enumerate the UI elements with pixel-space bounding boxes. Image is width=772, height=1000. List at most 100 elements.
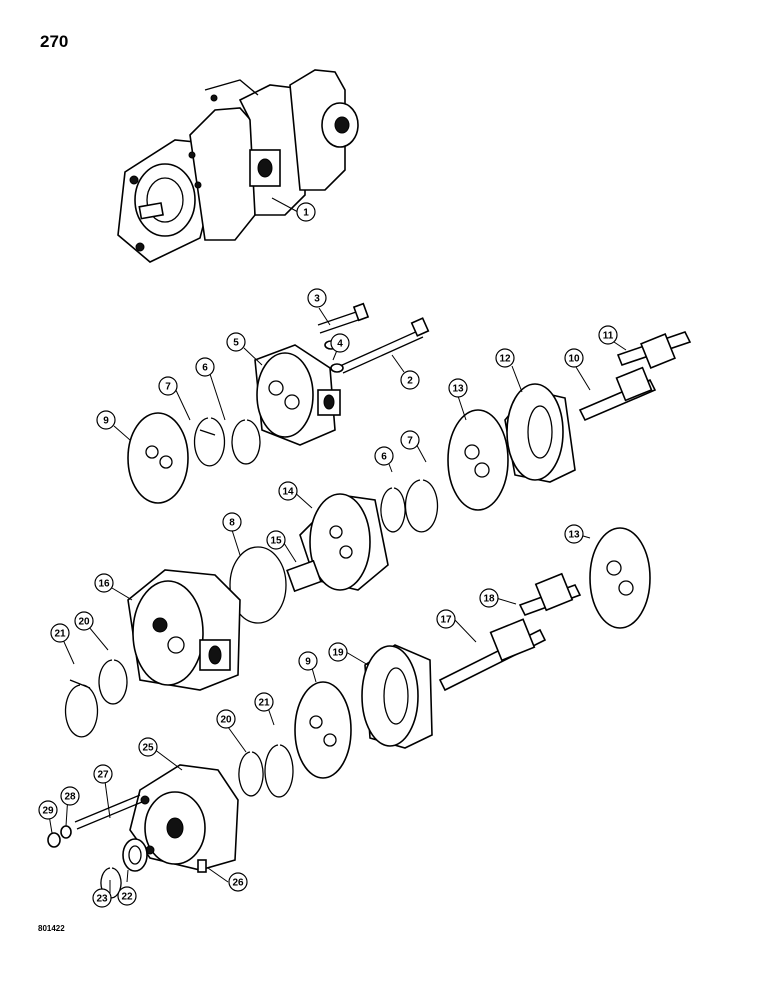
callout-label: 8 [229,518,235,529]
callout-label: 17 [440,615,452,626]
callout-label: 1 [303,208,309,219]
callout-c9b: 9 [298,651,318,671]
callout-circle [400,430,420,450]
callout-c21a: 21 [50,623,70,643]
callout-label: 23 [96,894,108,905]
callout-circle [60,786,80,806]
callout-label: 6 [381,452,387,463]
gear-shafts-lower-illustration [438,572,582,692]
callout-label: 16 [98,579,110,590]
callout-circle [50,623,70,643]
callout-c10: 10 [564,348,584,368]
callout-c29: 29 [38,800,58,820]
callout-c28: 28 [60,786,80,806]
callout-label: 15 [270,536,282,547]
callout-label: 7 [407,436,413,447]
callout-c6b: 6 [374,446,394,466]
callout-c18: 18 [479,588,499,608]
callout-label: 13 [452,384,464,395]
callout-circle [328,642,348,662]
callout-label: 11 [603,331,614,342]
callout-c9a: 9 [96,410,116,430]
callout-c12: 12 [495,348,515,368]
callout-label: 9 [305,657,311,668]
callout-label: 21 [258,698,270,709]
wear-plate-9-lower-illustration [238,681,352,798]
callout-c26: 26 [228,872,248,892]
seals-upper-illustration [127,412,261,504]
callout-c11: 11 [598,325,618,345]
section-5-illustration [254,344,341,446]
callout-circle [195,357,215,377]
wear-plate-13-right-illustration [589,527,651,629]
oring-and-bushing-illustration [229,546,322,624]
callout-label: 14 [282,487,294,498]
callout-c13a: 13 [448,378,468,398]
callout-circle [96,410,116,430]
callout-c22: 22 [117,886,137,906]
section-19-illustration [361,644,433,749]
callout-label: 26 [232,878,244,889]
callout-label: 29 [42,806,54,817]
callout-circle [254,692,274,712]
assembled-pump-illustration [117,69,359,263]
seals-left-illustration [64,659,128,738]
callout-circle [74,611,94,631]
callout-label: 13 [568,530,580,541]
callout-circle [448,378,468,398]
callout-label: 9 [103,416,109,427]
callout-c7b: 7 [400,430,420,450]
callout-circle [564,524,584,544]
callout-label: 21 [54,629,66,640]
callout-label: 6 [202,363,208,374]
callout-circle [374,446,394,466]
callout-c20a: 20 [74,611,94,631]
callout-circle [400,370,420,390]
callout-c17: 17 [436,609,456,629]
callout-layer: 1234566778991011121313141516171819202021… [38,202,618,908]
callout-circle [38,800,58,820]
figure-code: 801422 [38,924,65,933]
callout-c5: 5 [226,332,246,352]
callout-circle [93,764,113,784]
callout-label: 27 [97,770,109,781]
callout-label: 7 [165,382,171,393]
callout-circle [330,333,350,353]
callout-circle [158,376,178,396]
gear-shafts-upper-illustration [578,331,692,422]
callout-label: 19 [332,648,344,659]
callout-circle [598,325,618,345]
callout-c25: 25 [138,737,158,757]
callout-c7a: 7 [158,376,178,396]
callout-label: 5 [233,338,239,349]
callout-label: 18 [483,594,495,605]
callout-c3: 3 [307,288,327,308]
callout-circle [266,530,286,550]
callout-label: 10 [568,354,580,365]
page-number: 270 [40,32,69,51]
section-12-illustration [504,383,576,483]
callout-circle [495,348,515,368]
callout-c14: 14 [278,481,298,501]
callout-c4: 4 [330,333,350,353]
callout-label: 4 [337,339,343,350]
callout-c1: 1 [296,202,316,222]
callout-circle [298,651,318,671]
callout-label: 12 [499,354,511,365]
callout-circle [436,609,456,629]
callout-circle [226,332,246,352]
callout-c15: 15 [266,530,286,550]
callout-c8: 8 [222,512,242,532]
callout-circle [216,709,236,729]
callout-c20b: 20 [216,709,236,729]
callout-label: 28 [64,792,76,803]
callout-circle [296,202,316,222]
callout-circle [94,573,114,593]
callout-label: 3 [314,294,320,305]
callout-c6a: 6 [195,357,215,377]
callout-circle [117,886,137,906]
section-16-illustration [127,569,241,691]
callout-label: 25 [142,743,154,754]
callout-circle [92,888,112,908]
